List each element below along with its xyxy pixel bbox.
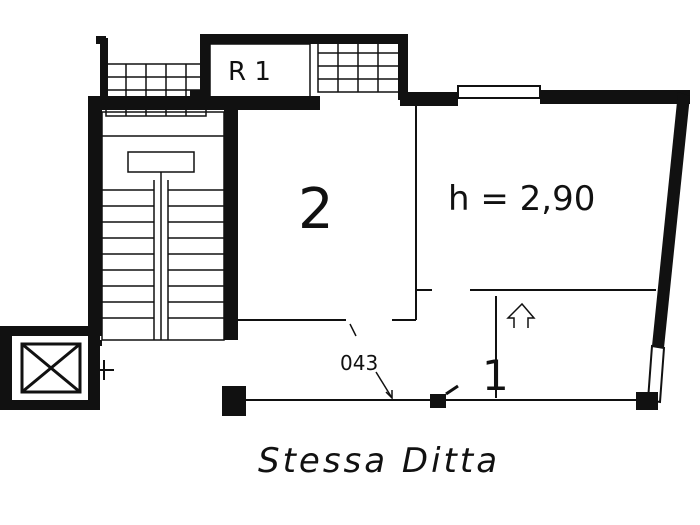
room-1-label: 1 [482, 351, 509, 400]
staircase [101, 111, 225, 341]
caption: Stessa Ditta [258, 441, 500, 481]
stair-pointer [349, 323, 393, 400]
room-2-label: 2 [298, 177, 334, 242]
stair-number-label: 043 [340, 351, 378, 375]
elevator-cross-box-icon [0, 326, 114, 410]
room-r1-label: R 1 [228, 57, 271, 87]
outer-walls [88, 85, 690, 416]
up-arrow-icon [506, 302, 536, 328]
interior-walls [238, 106, 656, 398]
room-r1 [190, 34, 408, 104]
height-label: h = 2,90 [448, 179, 595, 219]
balcony-right [317, 39, 401, 93]
